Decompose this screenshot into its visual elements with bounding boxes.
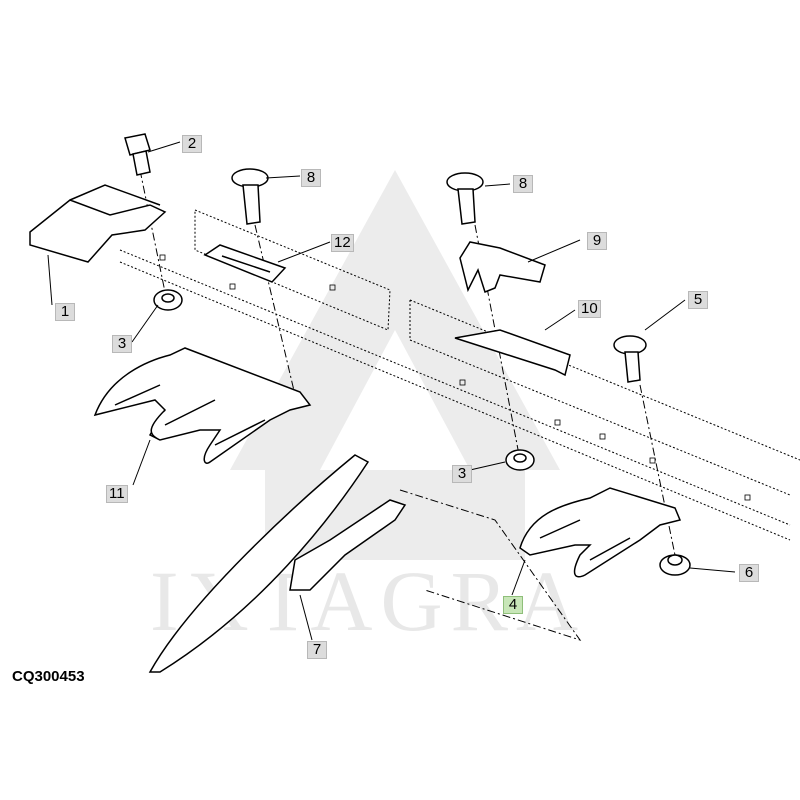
part-2-bolt	[124, 133, 151, 176]
callout-8-right[interactable]: 8	[513, 175, 533, 193]
part-12-strap	[203, 244, 287, 283]
leader-lines	[47, 141, 736, 641]
callout-11[interactable]: 11	[106, 485, 128, 503]
cutter-bar	[119, 209, 800, 541]
part-10-plate	[454, 329, 571, 377]
callout-7[interactable]: 7	[307, 641, 327, 659]
callout-3-lower[interactable]: 3	[452, 465, 472, 483]
part-8-bolt-right	[446, 172, 484, 225]
cutter-bar-holes	[159, 254, 751, 501]
part-8-bolt-left	[231, 168, 269, 225]
callout-12[interactable]: 12	[331, 234, 354, 252]
callout-6[interactable]: 6	[739, 564, 759, 582]
drawing-id: CQ300453	[12, 668, 85, 685]
part-3-nut-lower	[505, 449, 535, 471]
part-3-nut-upper	[153, 289, 183, 311]
callout-2[interactable]: 2	[182, 135, 202, 153]
part-4-guard	[519, 487, 682, 578]
callout-3-upper[interactable]: 3	[112, 335, 132, 353]
part-9-clip	[459, 241, 546, 293]
part-6-nut	[659, 554, 691, 576]
part-1-plate	[29, 184, 167, 263]
callout-5[interactable]: 5	[688, 291, 708, 309]
part-7-knife	[148, 454, 407, 673]
callout-8-left[interactable]: 8	[301, 169, 321, 187]
callout-4[interactable]: 4	[503, 596, 523, 614]
callout-1[interactable]: 1	[55, 303, 75, 321]
part-5-bolt	[613, 335, 647, 383]
callout-9[interactable]: 9	[587, 232, 607, 250]
callout-10[interactable]: 10	[578, 300, 601, 318]
part-11-guard	[93, 347, 312, 464]
